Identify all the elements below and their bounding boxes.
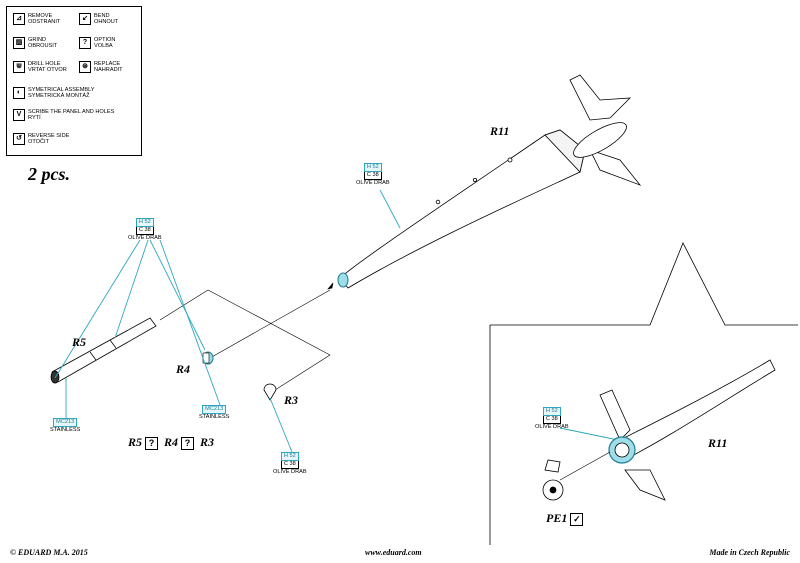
remove-icon: ⊿ (13, 13, 25, 25)
question-icon: ? (79, 37, 91, 49)
part-label-r4: R4 (176, 362, 191, 376)
footer-website: www.eduard.com (365, 548, 422, 557)
part-label-r3: R3 (284, 393, 299, 407)
bend-icon: ↙ (79, 13, 91, 25)
callout-lines (54, 189, 619, 453)
option-icon-r5: ? (145, 436, 159, 450)
r3-part (263, 383, 277, 401)
detail-label-r11: R11 (708, 436, 728, 450)
quantity-label: 2 pcs. (28, 164, 70, 184)
reverse-icon: ↺ (13, 133, 25, 145)
paint-callout-r5-stainless: MC213 STAINLESS (50, 418, 81, 433)
scribe-icon: V (13, 109, 25, 121)
r5-rod (50, 317, 157, 384)
footer-origin: Made in Czech Republic (709, 548, 790, 557)
bomb-body (339, 74, 642, 289)
nose-ring (337, 272, 349, 288)
part-label-r11: R11 (490, 124, 510, 138)
symmetry-icon: ◐ (13, 87, 25, 99)
footer-copyright: © EDUARD M.A. 2015 (10, 548, 88, 557)
detail-frame (489, 242, 798, 545)
option-icon-r4: ? (181, 436, 195, 450)
option-row: R5? R4? R3 (128, 435, 215, 450)
grind-icon: ▨ (13, 37, 25, 49)
paint-callout-r4-stainless: MC213 STAINLESS (199, 405, 230, 420)
detail-bomb (542, 359, 776, 501)
check-icon: ✓ (570, 512, 584, 526)
part-label-pe1: PE1✓ (546, 511, 586, 526)
replace-icon: ⊛ (79, 61, 91, 73)
drill-icon: ⋓ (13, 61, 25, 73)
part-label-r5: R5 (72, 335, 87, 349)
